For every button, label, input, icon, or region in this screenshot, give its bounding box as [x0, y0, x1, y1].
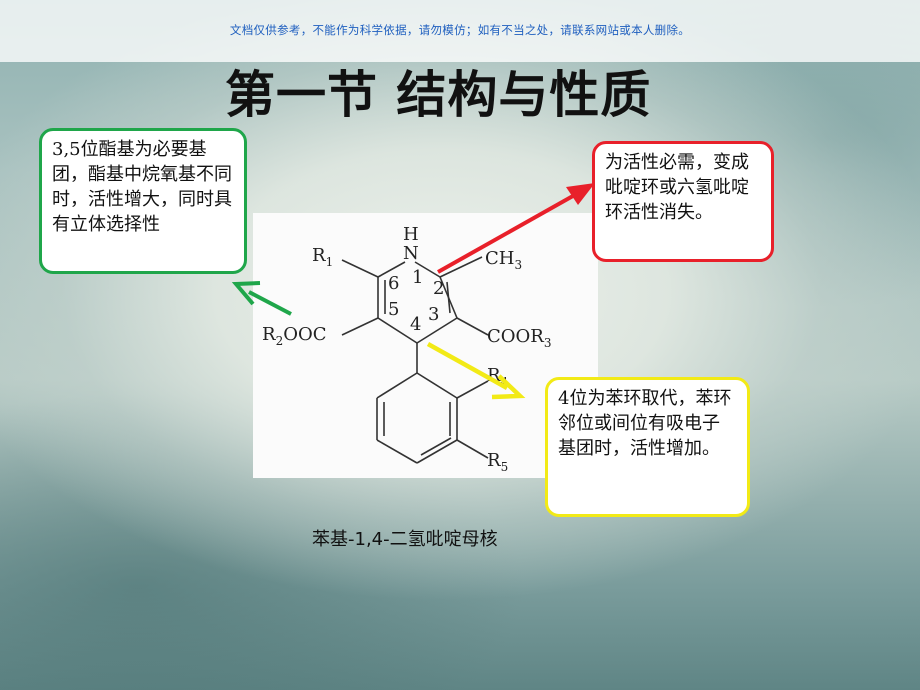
nh-note-box: 为活性必需，变成吡啶环或六氢吡啶环活性消失。	[592, 141, 774, 262]
slide-title: 第一节 结构与性质	[225, 66, 652, 124]
phenyl-note-box: 4位为苯环取代，苯环邻位或间位有吸电子基团时，活性增加。	[545, 377, 750, 517]
position-2: 2	[433, 278, 444, 299]
position-4: 4	[410, 314, 421, 335]
r5-label: R5	[487, 450, 508, 474]
top-banner	[0, 0, 920, 62]
ch3-label: CH3	[485, 248, 522, 272]
disclaimer-text: 文档仅供参考，不能作为科学依据，请勿模仿；如有不当之处，请联系网站或本人删除。	[229, 23, 691, 37]
yellow-arrow	[426, 342, 526, 400]
position-1: 1	[412, 267, 423, 288]
r2ooc-label: R2OOC	[262, 324, 327, 348]
position-3: 3	[428, 304, 439, 325]
ester-note-box: 3,5位酯基为必要基团，酯基中烷氧基不同时，活性增大，同时具有立体选择性	[39, 128, 247, 274]
bonds	[341, 256, 489, 464]
structure-caption: 苯基-1,4-二氢吡啶母核	[312, 529, 498, 550]
position-6: 6	[388, 273, 399, 294]
molecule-panel	[253, 213, 598, 478]
n-atom: N	[403, 243, 419, 264]
r1-label: R1	[312, 245, 333, 269]
red-arrow	[437, 183, 595, 274]
h-atom: H	[403, 224, 419, 245]
position-5: 5	[388, 299, 399, 320]
green-arrow	[231, 281, 292, 316]
atom-labels: H N R1 CH3 R2OOC COOR3 R4 R5 1 2 3 4 5 6	[262, 224, 551, 474]
coor3-label: COOR3	[487, 326, 551, 350]
